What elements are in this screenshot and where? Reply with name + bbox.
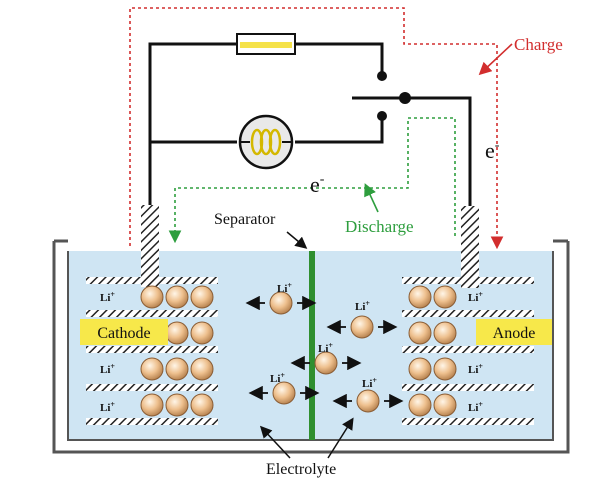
anode-rod bbox=[461, 206, 479, 288]
anode-label: Anode bbox=[493, 325, 536, 342]
discharge-path bbox=[168, 117, 456, 244]
li-label: Li+ bbox=[318, 341, 333, 355]
moving-ions bbox=[245, 291, 404, 413]
charge-label: Charge bbox=[514, 35, 563, 54]
li-label: Li+ bbox=[100, 362, 115, 376]
charge-path bbox=[129, 7, 513, 250]
separator-label: Separator bbox=[214, 211, 276, 228]
cathode-label-box: Cathode bbox=[80, 319, 168, 345]
li-label: Li+ bbox=[362, 376, 377, 390]
li-label: Li+ bbox=[468, 290, 483, 304]
li-label: Li+ bbox=[270, 371, 285, 385]
separator-membrane bbox=[309, 251, 315, 440]
resistor-icon bbox=[236, 33, 296, 55]
electron-label-right: e- bbox=[485, 138, 500, 163]
li-label: Li+ bbox=[277, 281, 292, 295]
discharge-label: Discharge bbox=[345, 217, 414, 236]
electrolyte-label: Electrolyte bbox=[266, 461, 336, 478]
anode-label-box: Anode bbox=[476, 319, 552, 345]
separator-pointer bbox=[286, 231, 308, 249]
moving-ion-labels: Li+ Li+ Li+ Li+ Li+ bbox=[270, 281, 377, 390]
li-label: Li+ bbox=[100, 290, 115, 304]
li-label: Li+ bbox=[355, 299, 370, 313]
cathode-label: Cathode bbox=[97, 325, 150, 342]
anode-ions bbox=[408, 285, 457, 417]
bulb-icon bbox=[238, 114, 294, 170]
electrolyte-pointers bbox=[259, 417, 354, 459]
cathode-layers bbox=[86, 277, 218, 425]
anode-layers bbox=[402, 277, 534, 425]
li-label: Li+ bbox=[468, 362, 483, 376]
li-label: Li+ bbox=[468, 400, 483, 414]
circuit-wires bbox=[148, 42, 472, 206]
cathode-rod bbox=[141, 205, 159, 287]
switch bbox=[377, 71, 411, 121]
li-label: Li+ bbox=[100, 400, 115, 414]
electron-label-left: e- bbox=[310, 172, 325, 197]
electrode-ion-labels: Li+ Li+ Li+ Li+ Li+ Li+ bbox=[100, 290, 483, 414]
